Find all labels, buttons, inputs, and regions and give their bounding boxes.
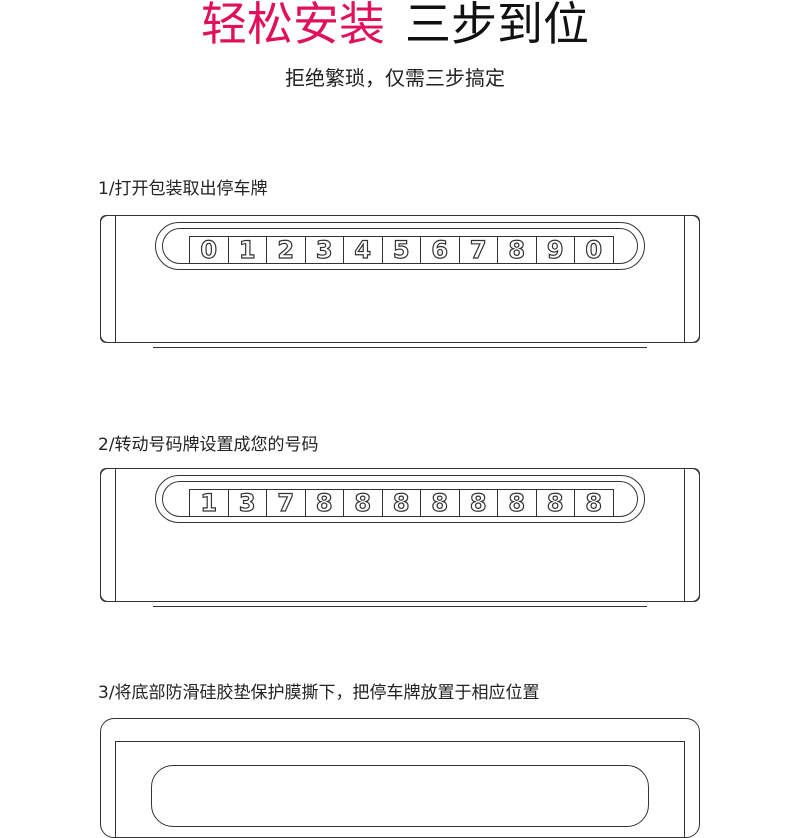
digit-cell[interactable]: 8	[497, 489, 536, 517]
digit-cell[interactable]: 8	[497, 236, 536, 264]
title-main: 三步到位	[405, 0, 589, 51]
digit-cell[interactable]: 4	[343, 236, 382, 264]
digit-cell[interactable]: 8	[420, 489, 459, 517]
digit-cell[interactable]: 3	[227, 489, 267, 517]
step-1-label: 1/打开包装取出停车牌	[98, 179, 268, 199]
digit-cell[interactable]: 8	[343, 489, 382, 517]
digit-cell[interactable]: 6	[420, 236, 459, 264]
digit-cell[interactable]: 1	[227, 236, 267, 264]
digit-cell[interactable]: 8	[381, 489, 421, 517]
digit-cell[interactable]: 5	[381, 236, 421, 264]
subtitle: 拒绝繁琐，仅需三步搞定	[285, 66, 505, 90]
step-3-label: 3/将底部防滑硅胶垫保护膜撕下，把停车牌放置于相应位置	[98, 683, 540, 703]
page-title: 轻松安装三步到位	[0, 0, 790, 54]
digit-cell[interactable]: 7	[266, 489, 305, 517]
title-accent: 轻松安装	[201, 0, 385, 51]
parking-plate-step3	[100, 718, 700, 838]
digit-cell[interactable]: 8	[458, 489, 498, 517]
digit-cell[interactable]: 3	[304, 236, 344, 264]
digit-cell[interactable]: 0	[189, 236, 228, 264]
digit-cell[interactable]: 7	[458, 236, 498, 264]
digit-cell[interactable]: 8	[535, 489, 575, 517]
digit-cell[interactable]: 8	[574, 489, 614, 517]
digit-cell[interactable]: 0	[574, 236, 614, 264]
digit-cell[interactable]: 2	[266, 236, 305, 264]
step-2-label: 2/转动号码牌设置成您的号码	[98, 435, 319, 455]
digit-cell[interactable]: 1	[189, 489, 228, 517]
digit-cell[interactable]: 8	[304, 489, 344, 517]
digit-cell[interactable]: 9	[535, 236, 575, 264]
